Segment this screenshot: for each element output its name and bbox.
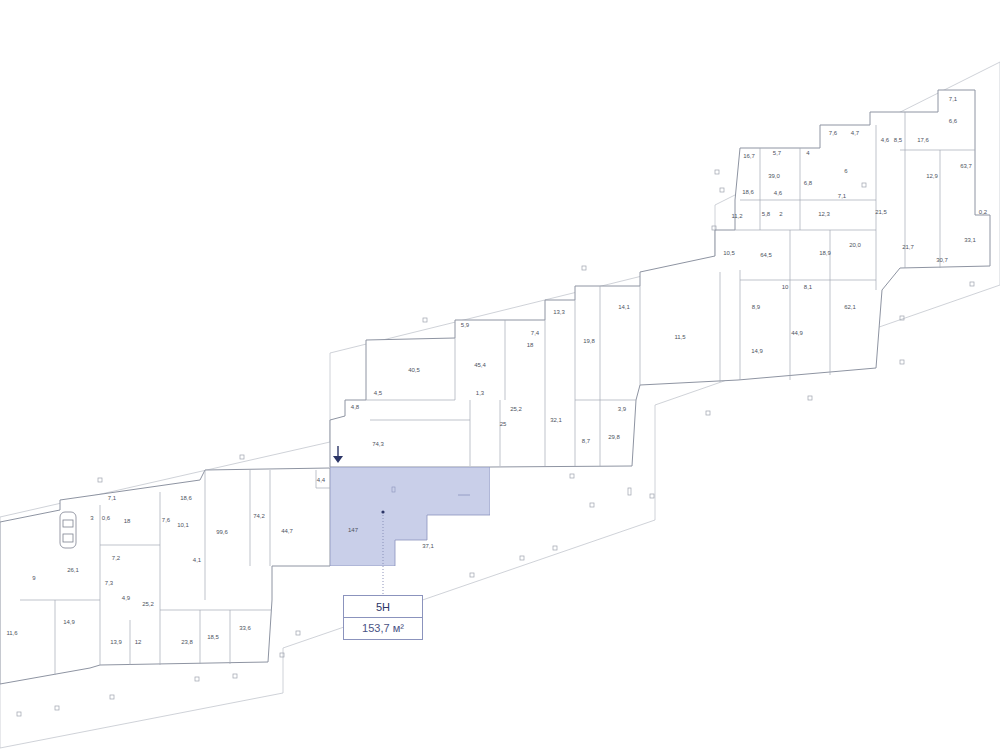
area-number: 12,3 xyxy=(818,211,830,218)
unit-number: 5Н xyxy=(344,596,422,618)
area-number: 4,1 xyxy=(193,557,201,564)
area-number: 7,2 xyxy=(112,555,120,562)
area-number: 0,6 xyxy=(102,515,110,522)
area-number: 26,1 xyxy=(67,567,79,574)
area-number: 5,8 xyxy=(762,211,770,218)
area-number: 62,1 xyxy=(844,304,856,311)
unit-callout: 5Н153,7 м² xyxy=(343,595,423,640)
building-middle xyxy=(330,90,990,467)
area-number: 8,9 xyxy=(752,304,760,311)
area-number: 25,2 xyxy=(510,406,522,413)
area-number: 8,1 xyxy=(804,284,812,291)
area-number: 12,9 xyxy=(926,173,938,180)
area-number: 6,6 xyxy=(949,118,957,125)
area-number: 10,5 xyxy=(723,250,735,257)
area-number: 16,7 xyxy=(743,153,755,160)
area-number: 40,5 xyxy=(408,367,420,374)
area-number: 7,6 xyxy=(162,517,170,524)
area-number: 4 xyxy=(806,150,809,157)
area-number: 18 xyxy=(527,342,534,349)
area-number: 14,1 xyxy=(618,304,630,311)
area-number: 99,6 xyxy=(216,529,228,536)
area-number: 23,8 xyxy=(181,639,193,646)
area-number: 21,7 xyxy=(902,244,914,251)
area-number: 74,2 xyxy=(253,513,265,520)
area-number: 3,9 xyxy=(618,406,626,413)
area-number: 11,5 xyxy=(674,334,685,341)
area-number: 14,9 xyxy=(751,348,763,355)
area-number: 18,5 xyxy=(207,634,219,641)
area-number: 13,3 xyxy=(553,309,565,316)
area-number: 20,0 xyxy=(849,242,861,249)
area-number: 7,6 xyxy=(829,130,837,137)
area-number: 3 xyxy=(90,515,93,522)
area-number: 1,3 xyxy=(476,390,484,397)
area-number: 74,3 xyxy=(372,441,384,448)
area-number: 4,8 xyxy=(351,404,359,411)
area-number: 4,6 xyxy=(881,137,889,144)
area-number: 4,5 xyxy=(374,390,382,397)
area-number: 25 xyxy=(500,421,507,428)
area-number: 6,8 xyxy=(804,180,812,187)
area-number: 44,7 xyxy=(281,528,293,535)
building-left xyxy=(0,468,330,684)
area-number: 18,6 xyxy=(742,189,754,196)
area-number: 30,7 xyxy=(936,257,948,264)
column-markers xyxy=(17,170,974,716)
area-number: 4,7 xyxy=(851,130,859,137)
area-number: 8,7 xyxy=(582,438,590,445)
area-number: 10,1 xyxy=(177,522,189,529)
partition-walls xyxy=(20,112,975,675)
area-number: 32,1 xyxy=(550,417,562,424)
area-number: 4,4 xyxy=(317,477,325,484)
area-number: 7,4 xyxy=(531,330,539,337)
area-number: 147 xyxy=(348,527,358,534)
area-number: 39,0 xyxy=(768,173,780,180)
area-number: 2 xyxy=(779,211,782,218)
area-number: 11,2 xyxy=(731,213,742,220)
area-number: 12 xyxy=(135,639,142,646)
area-number: 64,5 xyxy=(760,252,772,259)
area-number: 19,8 xyxy=(583,338,595,345)
leader-line xyxy=(383,566,384,595)
area-number: 13,9 xyxy=(110,639,122,646)
car-icon xyxy=(60,512,76,548)
area-number: 4,9 xyxy=(122,595,130,602)
unit-area: 153,7 м² xyxy=(344,618,422,639)
area-number: 7,3 xyxy=(105,580,113,587)
area-number: 21,5 xyxy=(875,209,887,216)
area-number: 18,6 xyxy=(180,495,192,502)
area-number: 7,1 xyxy=(949,96,957,103)
area-number: 5,7 xyxy=(773,150,781,157)
area-number: 33,6 xyxy=(239,625,251,632)
area-number: 7,1 xyxy=(838,193,846,200)
entrance-arrow xyxy=(333,446,343,463)
area-number: 18,9 xyxy=(819,250,831,257)
area-number: 17,6 xyxy=(917,137,929,144)
area-number: 4,6 xyxy=(774,190,782,197)
area-number: 0,2 xyxy=(979,209,987,216)
area-number: 7,1 xyxy=(108,495,116,502)
area-number: 18 xyxy=(124,518,131,525)
area-number: 44,9 xyxy=(791,330,803,337)
area-number: 45,4 xyxy=(474,362,486,369)
area-number: 63,7 xyxy=(960,163,972,170)
area-number: 8,5 xyxy=(894,137,902,144)
area-number: 25,2 xyxy=(142,601,154,608)
highlighted-unit: 147 xyxy=(330,467,490,566)
area-number: 14,9 xyxy=(63,619,75,626)
unit-outline xyxy=(330,467,490,566)
area-number: 5,9 xyxy=(461,322,469,329)
area-number: 9 xyxy=(32,575,35,582)
area-number: 33,1 xyxy=(964,237,976,244)
area-number: 37,1 xyxy=(422,543,434,550)
area-number: 6 xyxy=(844,168,847,175)
area-number: 10 xyxy=(782,284,789,291)
area-number: 11,6 xyxy=(6,630,17,637)
site-boundary xyxy=(0,62,1000,748)
area-number: 29,8 xyxy=(608,434,620,441)
